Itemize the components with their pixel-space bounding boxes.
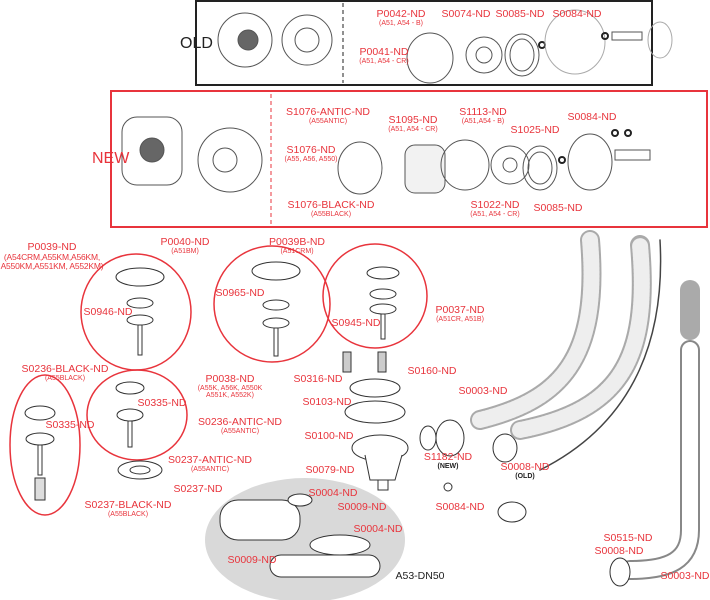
part-label-s1076-black[interactable]: S1076-BLACK-ND(A55BLACK) — [287, 199, 375, 219]
drain-drawings — [342, 351, 527, 523]
part-label-s0515[interactable]: S0515-ND — [603, 532, 653, 544]
part-label-s1022[interactable]: S1022-ND(A51, A54 - CR) — [470, 199, 520, 219]
plug-circle-p0038 — [86, 369, 188, 461]
part-label-p0039[interactable]: P0039-ND(A54CRM,A55KM,A56KM,A550KM,A551K… — [0, 241, 104, 272]
part-label-s0237[interactable]: S0237-ND — [173, 483, 223, 495]
part-label-s0084-new[interactable]: S0084-ND — [567, 111, 617, 123]
part-label-s1095[interactable]: S1095-ND(A51, A54 - CR) — [388, 114, 438, 134]
part-label-s0003[interactable]: S0003-ND — [458, 385, 508, 397]
part-label-s0085-new[interactable]: S0085-ND — [533, 202, 583, 214]
part-label-s0237-black[interactable]: S0237-BLACK-ND(A55BLACK) — [84, 499, 172, 519]
old-section-frame — [195, 0, 653, 86]
part-label-s0084-drain[interactable]: S0084-ND — [435, 501, 485, 513]
part-label-s0160[interactable]: S0160-ND — [407, 365, 457, 377]
part-label-s1113[interactable]: S1113-ND(A51,A54 - B) — [459, 106, 507, 126]
part-label-s1076[interactable]: S1076-ND(A55, A56, A550) — [284, 144, 338, 164]
p0039-models-line-2: A550KM,A551KM, A552KM) — [0, 261, 104, 272]
part-label-s0084[interactable]: S0084-ND — [552, 8, 602, 20]
part-label-s0085[interactable]: S0085-ND — [495, 8, 545, 20]
part-label-s0335-b[interactable]: S0335-ND — [137, 397, 187, 409]
part-label-s1182[interactable]: S1182-ND(NEW) — [423, 451, 473, 471]
part-label-s0236-antic[interactable]: S0236-ANTIC-ND(A55ANTIC) — [197, 416, 283, 436]
part-label-s0236-black[interactable]: S0236-BLACK-ND(A55BLACK) — [21, 363, 109, 383]
p0039-models-line-1: (A54CRM,A55KM,A56KM, — [3, 252, 101, 263]
plug-circle-p0039b — [213, 245, 331, 363]
part-label-s0103[interactable]: S0103-ND — [302, 396, 352, 408]
old-trim-drawing — [217, 9, 673, 84]
new-trim-drawing — [121, 116, 651, 195]
part-label-s0009-a[interactable]: S0009-ND — [337, 501, 387, 513]
part-label-s1025[interactable]: S1025-ND — [510, 124, 560, 136]
part-label-s0079[interactable]: S0079-ND — [305, 464, 355, 476]
plug-circle-p0037 — [322, 243, 428, 349]
new-section-frame — [110, 90, 708, 228]
old-section-label: OLD — [180, 35, 213, 52]
a53-dn50-trap-drawing — [219, 493, 381, 578]
plug-circle-s0236-black — [9, 374, 81, 516]
part-label-s1076-antic[interactable]: S1076-ANTIC-ND(A55ANTIC) — [285, 106, 371, 126]
part-label-p0039b[interactable]: P0039B-ND(A51CRM) — [268, 236, 326, 256]
part-label-s0008-old[interactable]: S0008-ND(OLD) — [500, 461, 550, 481]
part-label-p0042[interactable]: P0042-ND(A51, A54 - B) — [376, 8, 426, 28]
part-label-s0965[interactable]: S0965-ND — [215, 287, 265, 299]
part-label-p0037[interactable]: P0037-ND(A51CR, A51B) — [435, 304, 485, 324]
flexible-hoses — [470, 230, 700, 580]
part-label-s0335-a[interactable]: S0335-ND — [45, 419, 95, 431]
part-label-s0004-a[interactable]: S0004-ND — [308, 487, 358, 499]
hose-connector — [609, 557, 631, 587]
part-label-s0946[interactable]: S0946-ND — [83, 306, 133, 318]
part-label-s0008[interactable]: S0008-ND — [594, 545, 644, 557]
new-section-label: NEW — [92, 150, 130, 167]
part-label-s0316[interactable]: S0316-ND — [293, 373, 343, 385]
part-label-p0041[interactable]: P0041-ND(A51, A54 - CR) — [359, 46, 409, 66]
part-label-s0074[interactable]: S0074-ND — [441, 8, 491, 20]
part-label-p0040[interactable]: P0040-ND(A51BM) — [160, 236, 210, 256]
part-label-s0004-b[interactable]: S0004-ND — [353, 523, 403, 535]
part-label-s0100[interactable]: S0100-ND — [304, 430, 354, 442]
plug-drawings — [24, 261, 400, 501]
part-label-s0009-b[interactable]: S0009-ND — [227, 554, 277, 566]
part-label-s0945[interactable]: S0945-ND — [331, 317, 381, 329]
part-label-a53-dn50[interactable]: A53-DN50 — [395, 570, 445, 582]
part-label-s0237-antic[interactable]: S0237-ANTIC-ND(A55ANTIC) — [167, 454, 253, 474]
part-label-s0003-b[interactable]: S0003-ND — [660, 570, 710, 582]
